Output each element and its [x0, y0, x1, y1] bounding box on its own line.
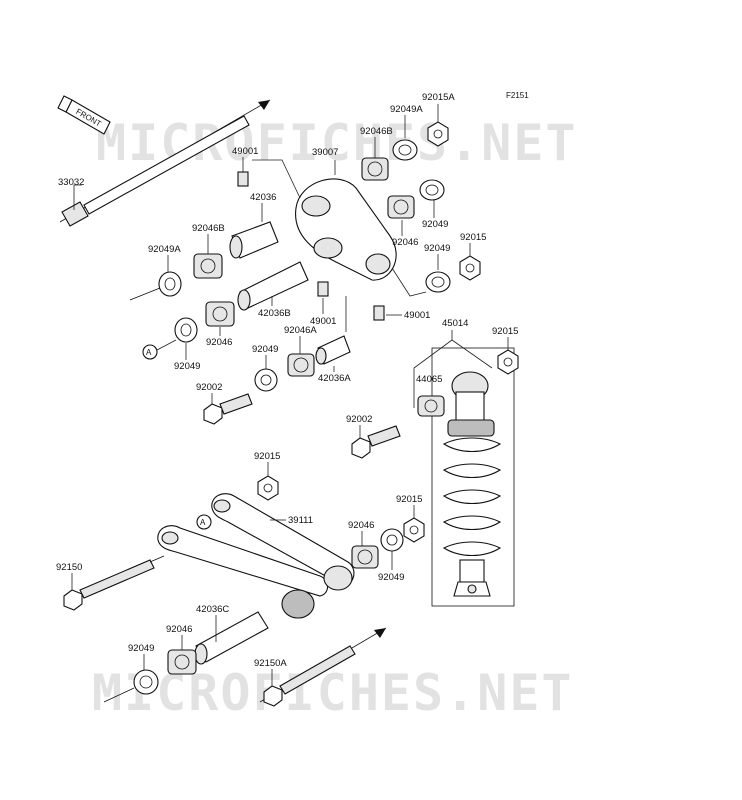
label-92002-mid: 92002 — [346, 414, 372, 425]
label-42036: 42036 — [250, 192, 276, 203]
bearing-92046-left — [205, 301, 235, 327]
sleeve-42036A — [315, 335, 351, 365]
label-92015-shock: 92015 — [492, 326, 518, 337]
label-92049-r1: 92049 — [422, 219, 448, 230]
bearing-92046B-top — [361, 157, 389, 181]
label-42036B: 42036B — [258, 308, 291, 319]
label-92049-low: 92049 — [378, 572, 404, 583]
grease-nipple-49001-top — [237, 171, 249, 187]
nut-92015-low — [257, 475, 279, 501]
washer-92049A-left — [129, 271, 182, 301]
washer-92049-r2 — [425, 271, 451, 293]
label-92015-low: 92015 — [254, 451, 280, 462]
label-92049-left: 92049 — [174, 361, 200, 372]
bearing-92046-bottom — [167, 649, 197, 675]
svg-text:A: A — [200, 518, 206, 527]
rocker-arm-39007 — [295, 178, 397, 281]
washer-92049-low — [380, 528, 404, 552]
label-92046-mid: 92046 — [392, 237, 418, 248]
label-92150: 92150 — [56, 562, 82, 573]
washer-92049-left — [174, 317, 198, 343]
sleeve-42036 — [229, 221, 279, 259]
svg-text:A: A — [146, 348, 152, 357]
grease-nipple-49001-mid — [317, 281, 329, 297]
grease-nipple-49001-right — [373, 305, 385, 321]
label-92046-low: 92046 — [348, 520, 374, 531]
collar-44065 — [417, 395, 445, 417]
label-39111: 39111 — [288, 515, 313, 526]
label-92046B: 92046B — [192, 223, 225, 234]
bearing-92046A — [287, 353, 315, 377]
label-92049-bottom: 92049 — [128, 643, 154, 654]
figure-code: F2151 — [506, 91, 529, 100]
bearing-92046B — [193, 253, 223, 279]
label-44065: 44065 — [416, 374, 442, 385]
watermark-bottom: MICROFICHES.NET — [92, 664, 574, 722]
tie-rods-39111 — [157, 493, 355, 619]
washer-92049-bottom — [103, 669, 159, 703]
label-92002-top: 92002 — [196, 382, 222, 393]
label-92046B-top: 92046B — [360, 126, 393, 137]
label-92046A: 92046A — [284, 325, 317, 336]
nut-92015A — [427, 121, 449, 147]
washer-92049A-top — [392, 139, 418, 161]
bolt-92002-mid — [351, 425, 401, 459]
label-92046-bottom: 92046 — [166, 624, 192, 635]
bearing-92046-mid — [387, 195, 415, 219]
label-92049A-left: 92049A — [148, 244, 181, 255]
label-39007: 39007 — [312, 147, 338, 158]
label-92049A-top: 92049A — [390, 104, 423, 115]
nut-92015-shock — [497, 349, 519, 375]
label-45014: 45014 — [442, 318, 468, 329]
pivot-shaft-33032 — [59, 99, 271, 227]
label-92015-right: 92015 — [460, 232, 486, 243]
label-92049-r2: 92049 — [424, 243, 450, 254]
nut-92015-right — [459, 255, 481, 281]
ref-marker-a-low: A — [196, 514, 212, 530]
label-92015A: 92015A — [422, 92, 455, 103]
label-42036C: 42036C — [196, 604, 229, 615]
label-92150A: 92150A — [254, 658, 287, 669]
label-49001-right: 49001 — [404, 310, 430, 321]
label-42036A: 42036A — [318, 373, 351, 384]
label-92049-mid: 92049 — [252, 344, 278, 355]
bearing-92046-low — [351, 545, 379, 569]
sleeve-42036B — [237, 261, 309, 311]
label-92015-low2: 92015 — [396, 494, 422, 505]
label-33032: 33032 — [58, 177, 84, 188]
bolt-92150 — [63, 555, 165, 611]
bolt-92002-top — [203, 393, 253, 425]
label-49001-mid: 49001 — [310, 316, 336, 327]
washer-92049-mid — [254, 368, 278, 392]
nut-92015-low2 — [403, 517, 425, 543]
bolt-92150A — [259, 627, 387, 707]
sleeve-42036C — [194, 611, 269, 665]
label-49001-top: 49001 — [232, 146, 258, 157]
washer-92049-r1 — [419, 179, 445, 201]
ref-marker-a-top: A — [142, 339, 177, 360]
label-92046-left: 92046 — [206, 337, 232, 348]
shock-absorber-45014 — [431, 347, 515, 607]
